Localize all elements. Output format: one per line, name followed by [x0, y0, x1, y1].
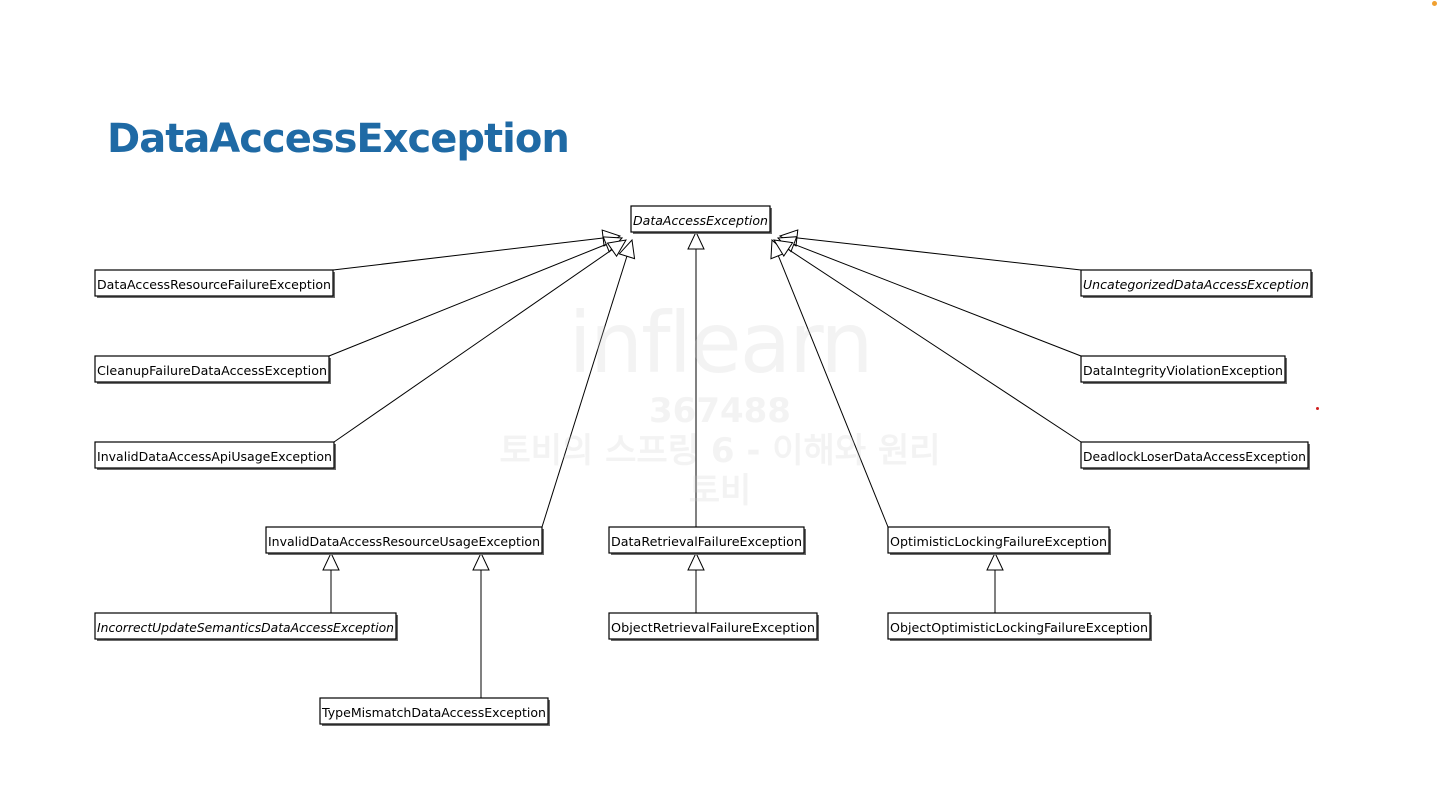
- inheritance-edge-cleanup-failure: [328, 236, 624, 357]
- node-box: [319, 697, 549, 725]
- node-box: [94, 355, 330, 383]
- class-node-uncategorized: UncategorizedDataAccessException: [1080, 269, 1313, 298]
- class-node-resource-failure: DataAccessResourceFailureException: [94, 269, 335, 298]
- node-box: [1080, 441, 1309, 469]
- inheritance-arrowhead: [472, 551, 490, 571]
- inheritance-edge-retrieval-failure: [687, 230, 705, 527]
- inheritance-edge-optimistic-locking: [770, 238, 889, 528]
- edge-line: [541, 256, 628, 528]
- node-box: [608, 526, 805, 554]
- node-box: [94, 269, 334, 297]
- class-name-label: UncategorizedDataAccessException: [1083, 278, 1309, 292]
- class-name-label: ObjectRetrievalFailureException: [611, 621, 815, 635]
- class-node-incorrect-update: IncorrectUpdateSemanticsDataAccessExcept…: [94, 612, 398, 641]
- inheritance-arrowhead: [322, 551, 340, 571]
- inheritance-edge-incorrect-update: [322, 551, 340, 613]
- node-box: [1080, 355, 1286, 383]
- recording-indicator-dot: [1432, 1, 1437, 6]
- edge-line: [332, 237, 604, 271]
- class-name-label: DataAccessException: [633, 214, 768, 228]
- node-box: [1080, 269, 1312, 297]
- slide-title: DataAccessException: [107, 116, 570, 162]
- inheritance-edge-type-mismatch: [472, 551, 490, 698]
- node-box: [608, 612, 818, 640]
- class-node-invalid-api-usage: InvalidDataAccessApiUsageException: [94, 441, 336, 470]
- class-name-label: ObjectOptimisticLockingFailureException: [890, 621, 1148, 635]
- class-name-label: OptimisticLockingFailureException: [890, 535, 1107, 549]
- inheritance-arrowhead: [618, 238, 636, 260]
- class-name-label: CleanupFailureDataAccessException: [97, 364, 327, 378]
- edge-line: [796, 237, 1082, 271]
- class-node-root: DataAccessException: [630, 205, 772, 234]
- edge-line: [328, 243, 607, 357]
- inheritance-arrowhead: [606, 239, 627, 258]
- class-node-retrieval-failure: DataRetrievalFailureException: [608, 526, 806, 555]
- class-node-cleanup-failure: CleanupFailureDataAccessException: [94, 355, 331, 384]
- inheritance-edge-integrity-violation: [776, 236, 1082, 357]
- node-box: [94, 612, 397, 640]
- node-box: [887, 612, 1151, 640]
- node-box: [265, 526, 543, 554]
- class-node-object-optimistic: ObjectOptimisticLockingFailureException: [887, 612, 1152, 641]
- inheritance-edge-object-retrieval: [687, 551, 705, 613]
- class-node-invalid-resource-usage: InvalidDataAccessResourceUsageException: [265, 526, 544, 555]
- class-name-label: DataIntegrityViolationException: [1083, 364, 1283, 378]
- class-name-label: DeadlockLoserDataAccessException: [1083, 450, 1306, 464]
- edge-line: [777, 255, 889, 528]
- inheritance-arrowhead: [687, 230, 705, 250]
- inheritance-edge-object-optimistic: [986, 551, 1004, 613]
- inheritance-arrowhead: [773, 239, 794, 257]
- edge-line: [787, 248, 1082, 443]
- inheritance-edge-invalid-api-usage: [333, 239, 627, 443]
- class-node-object-retrieval: ObjectRetrievalFailureException: [608, 612, 819, 641]
- node-box: [630, 205, 771, 233]
- class-node-optimistic-locking: OptimisticLockingFailureException: [887, 526, 1111, 555]
- class-name-label: InvalidDataAccessApiUsageException: [97, 450, 332, 464]
- inheritance-edge-deadlock-loser: [773, 239, 1082, 443]
- class-name-label: IncorrectUpdateSemanticsDataAccessExcept…: [97, 621, 394, 635]
- node-box: [94, 441, 335, 469]
- inheritance-arrowhead: [687, 551, 705, 571]
- class-node-type-mismatch: TypeMismatchDataAccessException: [319, 697, 550, 726]
- class-name-label: DataRetrievalFailureException: [611, 535, 802, 549]
- inheritance-edge-resource-failure: [332, 229, 622, 271]
- class-node-integrity-violation: DataIntegrityViolationException: [1080, 355, 1287, 384]
- class-name-label: TypeMismatchDataAccessException: [321, 706, 546, 720]
- edge-line: [793, 243, 1082, 357]
- inheritance-edge-invalid-resource-usage: [541, 238, 636, 528]
- edge-line: [333, 249, 613, 443]
- class-name-label: InvalidDataAccessResourceUsageException: [268, 535, 540, 549]
- inheritance-edge-uncategorized: [778, 229, 1082, 271]
- pointer-dot: [1316, 407, 1319, 410]
- class-node-deadlock-loser: DeadlockLoserDataAccessException: [1080, 441, 1310, 470]
- inheritance-arrowhead: [986, 551, 1004, 571]
- node-box: [887, 526, 1110, 554]
- class-name-label: DataAccessResourceFailureException: [97, 278, 331, 292]
